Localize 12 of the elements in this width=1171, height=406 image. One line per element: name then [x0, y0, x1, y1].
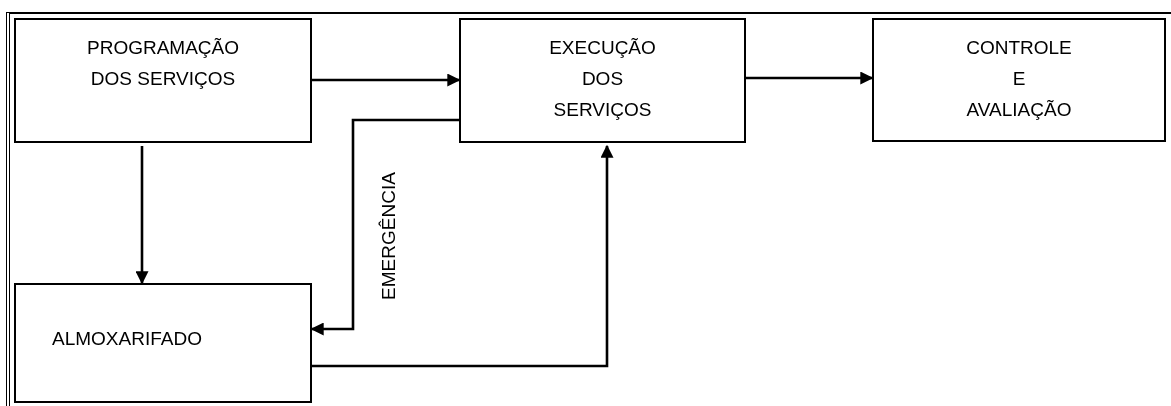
box-label: ALMOXARIFADO — [52, 327, 202, 351]
arrow — [312, 144, 614, 368]
box-label: EXECUÇÃO DOS SERVIÇOS — [549, 36, 656, 122]
arrow — [135, 146, 149, 285]
process-box — [872, 18, 1166, 142]
process-box — [14, 283, 312, 403]
arrow — [312, 73, 461, 87]
box-label: PROGRAMAÇÃO DOS SERVIÇOS — [87, 36, 239, 91]
process-box — [14, 18, 312, 143]
box-label: CONTROLE E AVALIAÇÃO — [966, 36, 1072, 122]
arrow — [746, 71, 874, 85]
process-box — [459, 18, 746, 143]
